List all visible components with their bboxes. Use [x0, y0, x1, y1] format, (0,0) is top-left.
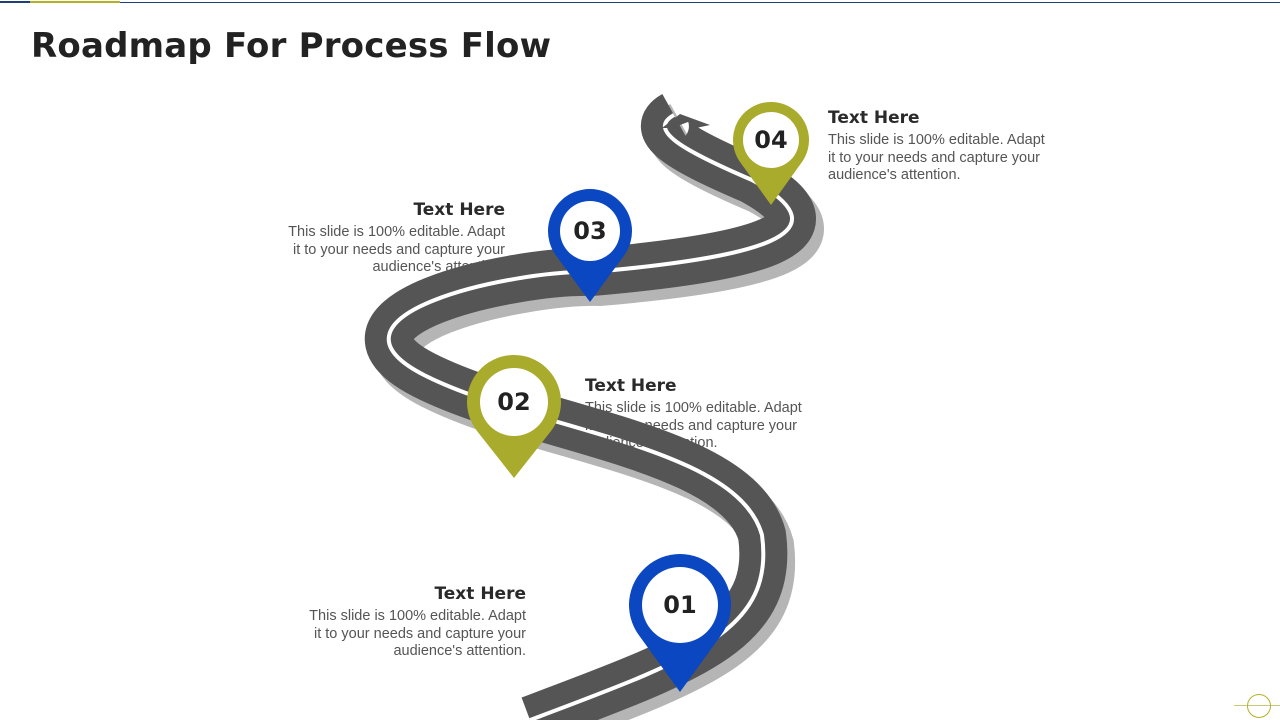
pin-marker-01: [629, 553, 731, 692]
stage-01-text-block: Text Here This slide is 100% editable. A…: [301, 584, 526, 661]
stage-04-text-block: Text Here This slide is 100% editable. A…: [828, 108, 1053, 185]
pin-marker-03: [548, 189, 632, 302]
pin-marker-02: [467, 354, 561, 478]
top-rule: [0, 2, 1280, 3]
corner-decoration-circle: [1247, 694, 1271, 718]
stage-02-heading: Text Here: [585, 376, 677, 396]
stage-03-description: This slide is 100% editable. Adapt it to…: [288, 224, 505, 276]
pin-number-04: 04: [754, 126, 788, 154]
pin-number-03: 03: [573, 217, 607, 245]
road-arrow-head: [662, 114, 710, 128]
pin-number-02: 02: [497, 388, 531, 416]
stage-02-text-block: Text Here This slide is 100% editable. A…: [585, 376, 810, 453]
stage-01-description: This slide is 100% editable. Adapt it to…: [309, 608, 526, 660]
top-accent-olive: [30, 1, 120, 3]
stage-04-description: This slide is 100% editable. Adapt it to…: [828, 132, 1045, 184]
top-accent-blue: [0, 1, 30, 3]
page-title: Roadmap For Process Flow: [31, 26, 552, 66]
stage-03-heading: Text Here: [413, 200, 505, 220]
stage-03-text-block: Text Here This slide is 100% editable. A…: [280, 200, 505, 277]
stage-01-heading: Text Here: [434, 584, 526, 604]
pin-number-01: 01: [663, 591, 697, 619]
pin-marker-04: [733, 101, 809, 205]
stage-02-description: This slide is 100% editable. Adapt it to…: [585, 400, 802, 452]
stage-04-heading: Text Here: [828, 108, 920, 128]
